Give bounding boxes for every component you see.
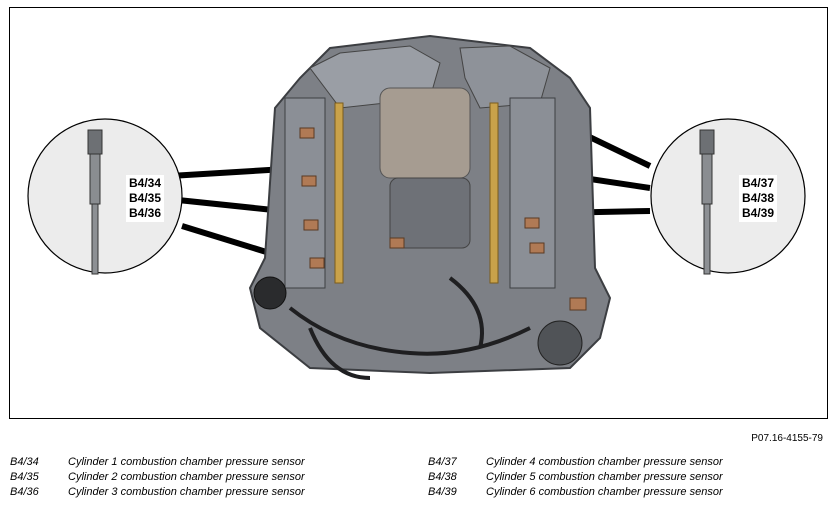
callout-b4-36: B4/36	[129, 206, 162, 220]
legend-code: B4/35	[10, 471, 39, 483]
legend-description: Cylinder 3 combustion chamber pressure s…	[68, 486, 305, 498]
legend-row: B4/38 Cylinder 5 combustion chamber pres…	[428, 470, 723, 485]
engine-illustration	[27, 34, 806, 380]
legend-left: B4/34 Cylinder 1 combustion chamber pres…	[10, 455, 305, 500]
legend-row: B4/37 Cylinder 4 combustion chamber pres…	[428, 455, 723, 470]
callout-b4-38: B4/38	[742, 191, 775, 205]
legend-row: B4/39 Cylinder 6 combustion chamber pres…	[428, 485, 723, 500]
legend-code: B4/39	[428, 486, 457, 498]
callout-b4-35: B4/35	[129, 191, 162, 205]
legend-description: Cylinder 5 combustion chamber pressure s…	[486, 471, 723, 483]
callout-right: B4/37 B4/38 B4/39	[739, 175, 778, 222]
legend-row: B4/35 Cylinder 2 combustion chamber pres…	[10, 470, 305, 485]
callout-b4-39: B4/39	[742, 206, 775, 220]
legend-description: Cylinder 6 combustion chamber pressure s…	[486, 486, 723, 498]
legend-row: B4/36 Cylinder 3 combustion chamber pres…	[10, 485, 305, 500]
legend-code: B4/36	[10, 486, 39, 498]
legend-description: Cylinder 2 combustion chamber pressure s…	[68, 471, 305, 483]
legend-description: Cylinder 1 combustion chamber pressure s…	[68, 456, 305, 468]
sensor-magnifier-left	[27, 118, 183, 275]
legend-code: B4/37	[428, 456, 457, 468]
legend-right: B4/37 Cylinder 4 combustion chamber pres…	[428, 455, 723, 500]
figure-reference: P07.16-4155-79	[751, 433, 823, 444]
engine-body	[248, 34, 612, 380]
legend-description: Cylinder 4 combustion chamber pressure s…	[486, 456, 723, 468]
legend-code: B4/38	[428, 471, 457, 483]
callout-b4-34: B4/34	[129, 176, 162, 190]
legend-row: B4/34 Cylinder 1 combustion chamber pres…	[10, 455, 305, 470]
sensor-magnifier-right	[650, 118, 806, 275]
legend-code: B4/34	[10, 456, 39, 468]
diagram-frame: B4/34 B4/35 B4/36 B4/37 B4/38 B4/39	[9, 7, 828, 419]
callout-left: B4/34 B4/35 B4/36	[126, 175, 165, 222]
callout-b4-37: B4/37	[742, 176, 775, 190]
